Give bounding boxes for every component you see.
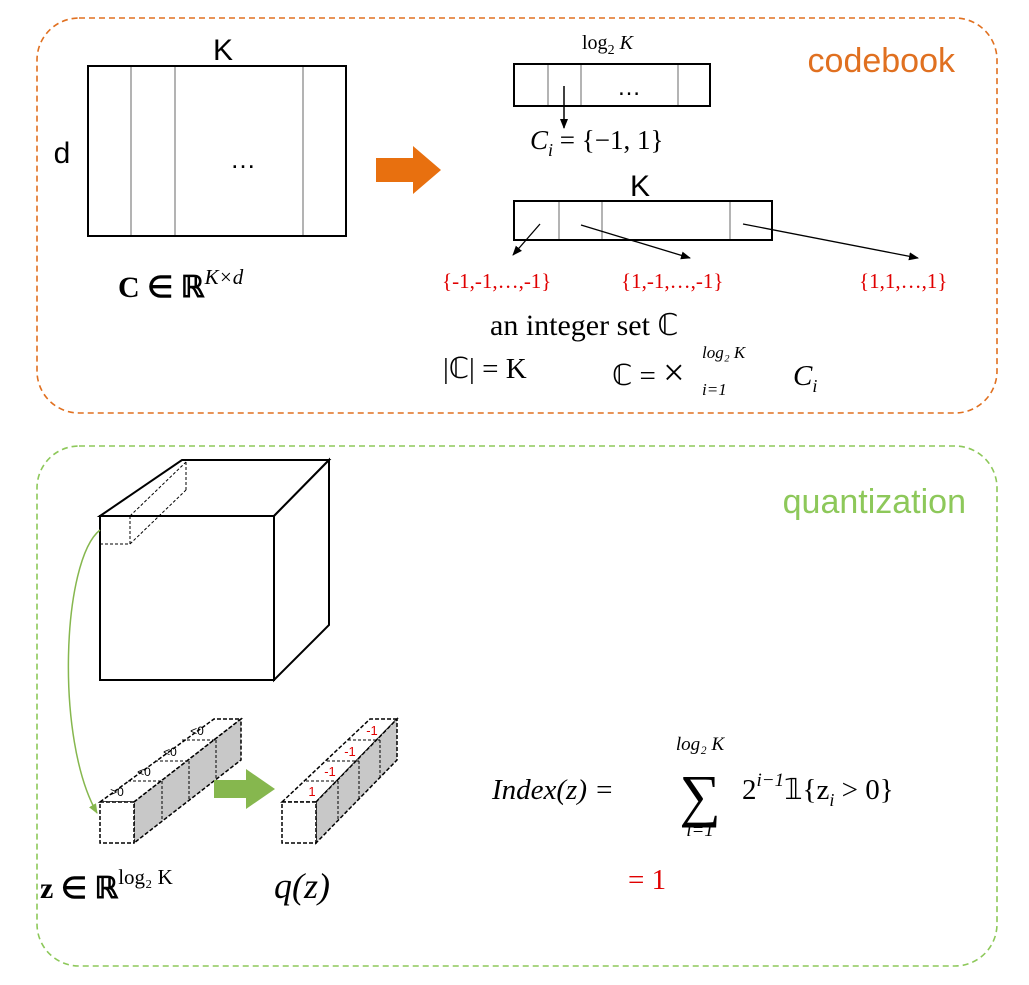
quantization-panel-border [36, 445, 998, 967]
z-cell-2: <0 [137, 765, 151, 779]
integer-entry-2: {1,-1,…,-1} [621, 269, 723, 293]
formula-result: = 1 [628, 864, 666, 896]
matrix-d-label: d [54, 137, 71, 170]
matrix-k-label: K [213, 34, 233, 67]
orange-transform-arrow [376, 146, 441, 194]
integer-set: an integer set ℂ |ℂ| = K ℂ = × i=1 log₂ … [443, 309, 817, 402]
quantization-panel: quantization [36, 445, 998, 967]
integer-entry-1: {-1,-1,…,-1} [442, 269, 551, 293]
big-vector-k-label: K [630, 170, 650, 203]
index-formula: Index(z) = log₂ K ∑ i=1 2i−1𝟙{zi > 0} = … [491, 734, 894, 896]
formula-lhs: Index(z) = [491, 774, 614, 806]
codebook-label: codebook [808, 42, 956, 80]
codebook-panel: codebook … K d C ∈ ℝK×d log2 K … [36, 17, 998, 414]
matrix-ellipsis: … [230, 144, 256, 174]
feature-cube [67, 457, 332, 814]
matrix-caption-sup: K×d [204, 265, 244, 289]
z-cell-3: <0 [163, 745, 177, 759]
green-quantize-arrow [214, 769, 275, 809]
big-vector-box [513, 200, 773, 241]
integer-entry-3: {1,1,…,1} [859, 269, 947, 293]
q-cell-1: 1 [308, 784, 315, 799]
product-sub: i=1 [702, 380, 727, 399]
codebook-matrix: … K d C ∈ ℝK×d [54, 34, 347, 304]
q-bar-side [315, 717, 398, 845]
q-cell-4: -1 [366, 723, 378, 738]
small-vector-set-label: Ci = {−1, 1} [530, 125, 663, 160]
small-vector-box [513, 63, 711, 107]
product-sup: log₂ K [702, 343, 747, 362]
entry-arrow-1 [512, 223, 541, 256]
z-cell-1: >0 [110, 785, 124, 799]
z-cell-4: <0 [190, 724, 204, 738]
z-bar-front [99, 801, 135, 844]
z-caption: z ∈ ℝlog₂ K [40, 865, 173, 905]
z-vector-bar: >0 <0 <0 <0 z ∈ ℝlog₂ K [40, 717, 244, 905]
small-vector-top-label: log2 K [582, 32, 635, 58]
sum-bottom-limit: i=1 [686, 820, 714, 841]
fiber-extraction-arrow [67, 529, 101, 814]
small-vector: log2 K … Ci = {−1, 1} [513, 32, 711, 160]
entry-arrow-3 [742, 223, 919, 261]
q-cell-2: -1 [324, 764, 336, 779]
cube-front-face [99, 515, 275, 681]
matrix-caption: C ∈ ℝK×d [118, 265, 244, 304]
entry-arrow-2 [580, 224, 691, 260]
sum-symbol: ∑ [679, 763, 720, 828]
integer-set-title: an integer set ℂ [490, 309, 678, 342]
matrix-caption-main: C ∈ ℝ [118, 271, 206, 304]
integer-set-product: ℂ = × i=1 log₂ K Ci [612, 333, 817, 402]
quantization-label: quantization [783, 483, 966, 521]
small-vector-ellipsis: … [617, 74, 641, 101]
big-vector: K {-1,-1,…,-1} {1,-1,…,-1} {1,1,…,1} [442, 170, 947, 293]
q-vector-bar: 1 -1 -1 -1 q(z) [274, 717, 399, 906]
sum-top-limit: log₂ K [676, 734, 726, 755]
matrix-box [87, 65, 347, 237]
q-caption: q(z) [274, 866, 330, 906]
q-bar-front [281, 801, 317, 844]
q-cell-3: -1 [344, 744, 356, 759]
integer-set-cardinality: |ℂ| = K [443, 353, 527, 385]
formula-body: 2i−1𝟙{zi > 0} [742, 770, 894, 810]
